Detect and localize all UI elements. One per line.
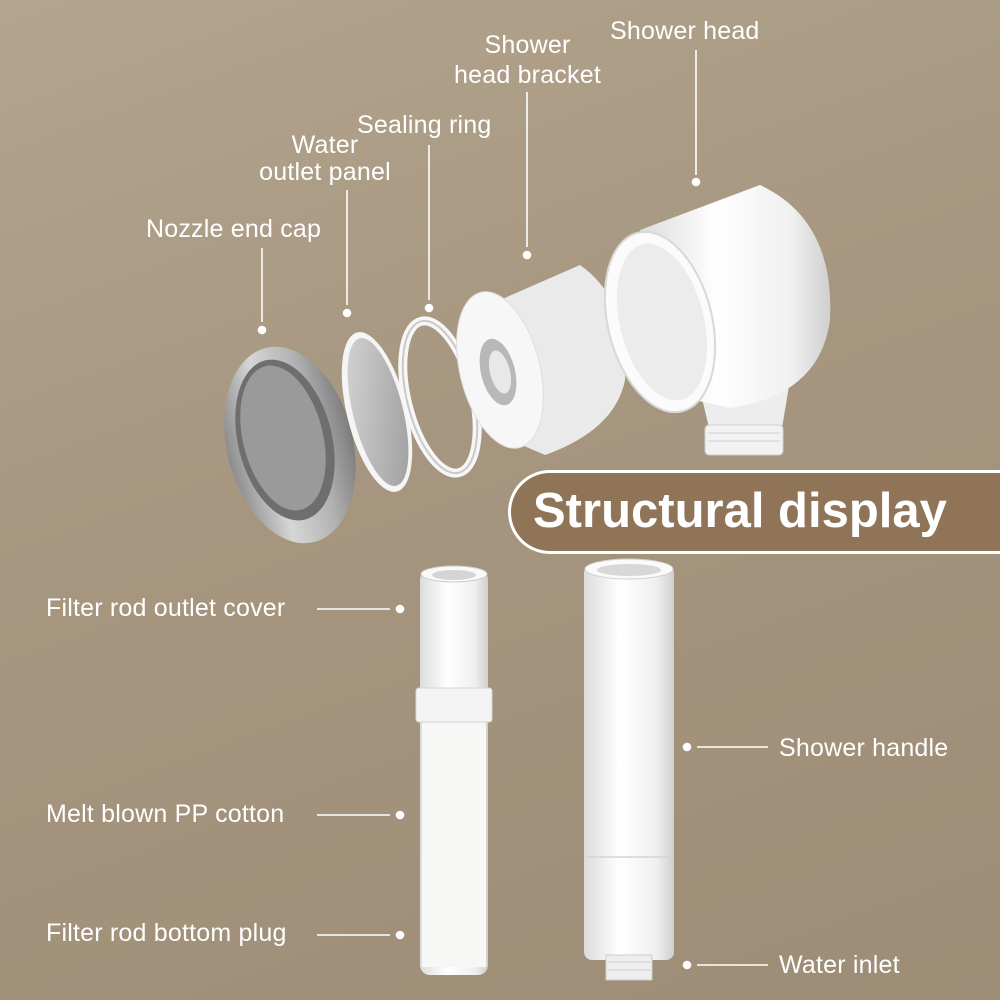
label-water-outlet-panel-line1: Water xyxy=(291,131,359,159)
label-filter-rod-bottom-plug: Filter rod bottom plug xyxy=(46,919,287,947)
label-shower-head: Shower head xyxy=(610,17,760,45)
filter-rod-part xyxy=(415,565,493,975)
shower-head-bracket-part xyxy=(456,265,626,455)
label-sealing-ring: Sealing ring xyxy=(357,111,492,139)
label-water-outlet-panel-line2: outlet panel xyxy=(259,158,391,186)
label-shower-handle: Shower handle xyxy=(779,734,949,762)
water-outlet-panel-part xyxy=(341,332,413,492)
nozzle-end-cap-part xyxy=(224,346,356,544)
shower-head-part xyxy=(603,185,831,456)
label-melt-blown-pp-cotton: Melt blown PP cotton xyxy=(46,800,285,828)
title-banner-text: Structural display xyxy=(533,484,947,538)
shower-handle-part xyxy=(584,558,674,981)
label-nozzle-end-cap: Nozzle end cap xyxy=(146,215,322,243)
label-filter-rod-outlet-cover: Filter rod outlet cover xyxy=(46,594,286,622)
title-banner xyxy=(508,470,1000,554)
label-water-inlet: Water inlet xyxy=(779,951,900,979)
label-shower-head-bracket-line1: Shower xyxy=(484,31,571,59)
label-shower-head-bracket-line2: head bracket xyxy=(454,61,601,89)
leader-lines xyxy=(257,50,768,970)
